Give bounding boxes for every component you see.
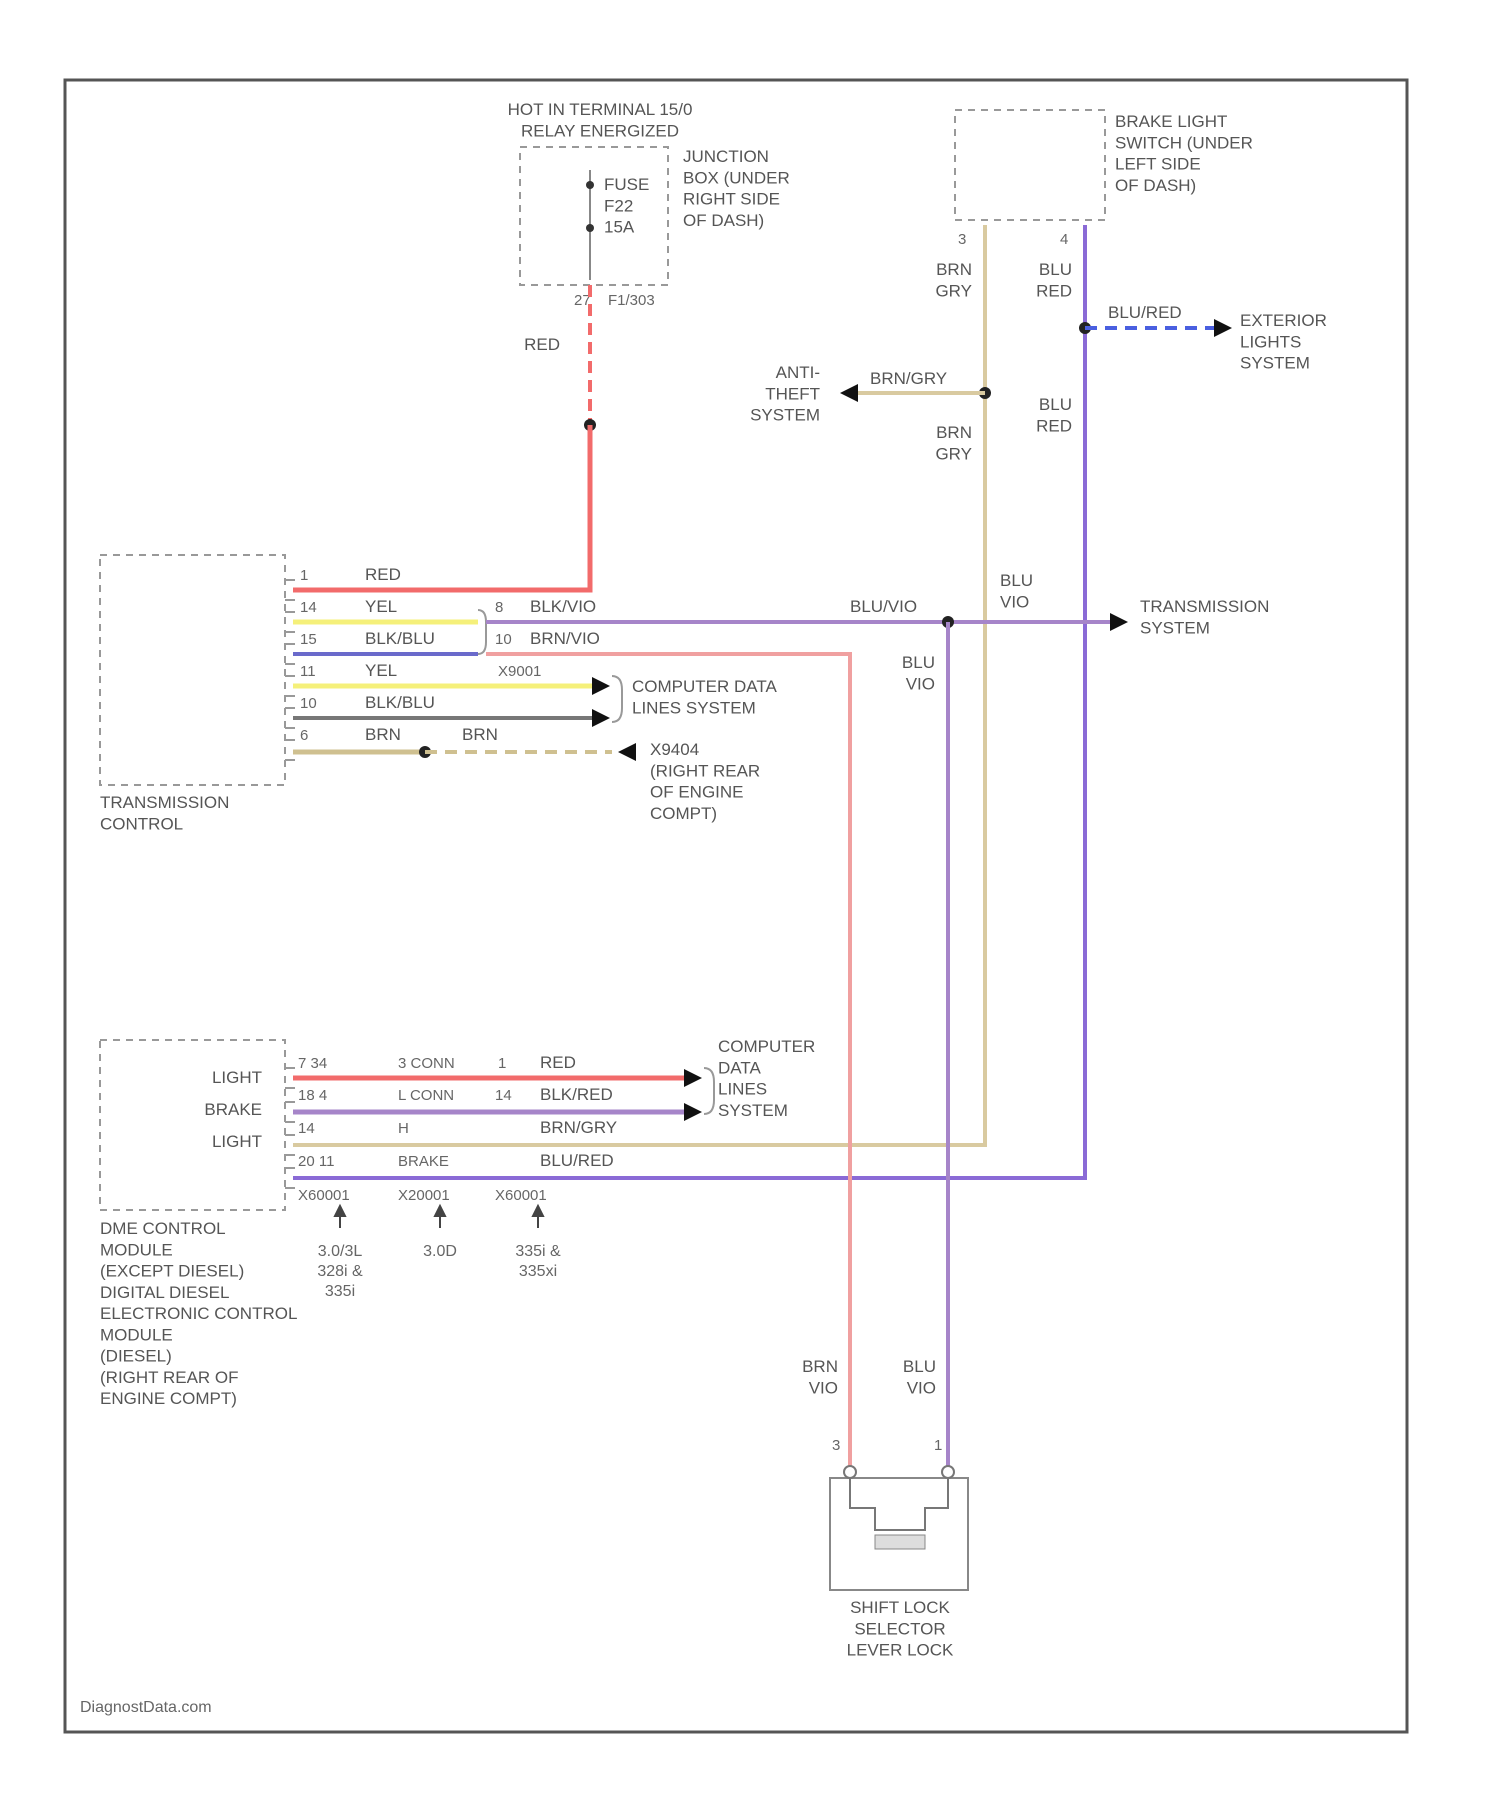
dme-connector-2: X20001 [398,1187,450,1204]
tcm-color-8: BLK/VIO [530,597,596,616]
dme-pin-3: 14 [298,1120,315,1137]
transmission-arrow [1110,613,1128,631]
tcm-color-1: RED [365,565,401,584]
junction-box [520,147,668,285]
red-feed-wire [293,425,590,590]
fuse-dot-bottom [586,224,594,232]
anti-theft-arrow [840,384,858,402]
blu-red-branch-label: BLU/RED [1108,303,1182,322]
tcm-color-15: BLK/BLU [365,629,435,648]
tcm-color-14: YEL [365,597,397,616]
dme-cdl-bracket [704,1068,714,1114]
tcm-connector-bracket [478,610,486,654]
brake-switch-box [955,110,1105,220]
watermark: DiagnostData.com [80,1699,212,1716]
tcm-pin-8: 8 [495,599,503,616]
tcm-pin-6: 6 [300,727,308,744]
dme-cdl-arrow-2 [684,1103,702,1121]
tcm-pin-10b: 10 [495,631,512,648]
fuse-terminal: F1/303 [608,292,655,309]
brn-gry-branch-label: BRN/GRY [870,369,947,388]
dme-color-4: BLU/RED [540,1151,614,1170]
dme-conn-3: H [398,1120,409,1137]
tcm-color-11: YEL [365,661,397,680]
exterior-arrow [1214,319,1232,337]
shift-lock-terminal-left [844,1466,856,1478]
dme-side-light-2: LIGHT [212,1132,262,1151]
tcm-color-6b: BRN [462,725,498,744]
shift-lock-coil [850,1478,948,1530]
dme-note-2: 3.0D [423,1243,457,1260]
dme-connector-ticks [285,1068,295,1188]
dme-cdl-arrow-1 [684,1069,702,1087]
dme-box [100,1040,285,1210]
blk-vio-center-label: BLU/VIO [850,597,917,616]
tcm-pin-11: 11 [300,663,316,680]
brake-switch-pin-right: 4 [1060,231,1068,248]
cdl-bracket-upper [612,676,622,722]
brake-switch-pin-left: 3 [958,231,966,248]
dme-pin-1: 7 34 [298,1055,327,1072]
dme-connector-3: X60001 [495,1187,547,1204]
tcm-pin-1: 1 [300,567,308,584]
dme-color-2: BLK/RED [540,1085,613,1104]
dme-color-3: BRN/GRY [540,1118,617,1137]
dme-label: DME CONTROLMODULE(EXCEPT DIESEL)DIGITAL … [100,1219,297,1408]
shift-lock-solenoid [875,1535,925,1549]
dme-conn-2: L CONN [398,1087,454,1104]
tcm-color-10b: BRN/VIO [530,629,600,648]
cdl-arrow-1 [592,677,610,695]
tcm-connector-ticks [285,580,295,760]
shift-lock-pin-left: 3 [832,1437,840,1454]
red-feed-label: RED [524,335,560,354]
dme-callout-arrows [335,1206,543,1228]
dme-pin-2: 18 4 [298,1087,327,1104]
dme-conn-4: BRAKE [398,1153,449,1170]
fuse-dot-top [586,181,594,189]
cdl-arrow-2 [592,709,610,727]
dme-side-light-1: LIGHT [212,1068,262,1087]
dme-connector-1: X60001 [298,1187,350,1204]
tcm-box [100,555,285,785]
dme-pin-4: 20 11 [298,1153,334,1170]
tcm-pin-15: 15 [300,631,317,648]
tcm-color-10: BLK/BLU [365,693,435,712]
dme-note-3: 335i &335xi [515,1243,561,1280]
tcm-pin-14: 14 [300,599,317,616]
shift-lock-pin-right: 1 [934,1437,942,1454]
tcm-pin-10: 10 [300,695,317,712]
tcm-splice-x9001: X9001 [498,663,541,680]
dme-color-1: RED [540,1053,576,1072]
dme-conn-1: 3 CONN [398,1055,455,1072]
dme-side-brake: BRAKE [204,1100,262,1119]
dme-pin2-2: 14 [495,1087,512,1104]
tcm-color-6: BRN [365,725,401,744]
shift-lock-terminal-right [942,1466,954,1478]
dme-pin2-1: 1 [498,1055,506,1072]
ground-arrow [618,743,636,761]
